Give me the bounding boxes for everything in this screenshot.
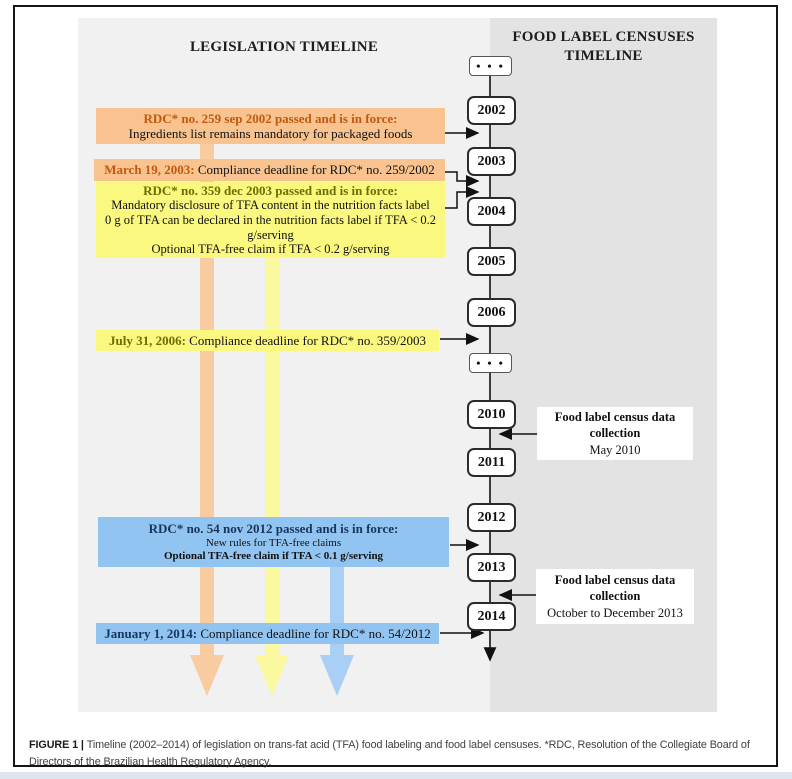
timeline-ellipsis-top: • • • <box>469 56 512 76</box>
year-node-2005: 2005 <box>467 247 516 276</box>
event-rdc359-box: RDC* no. 359 dec 2003 passed and is in f… <box>96 182 445 258</box>
timeline-ellipsis-middle: • • • <box>469 353 512 373</box>
legislation-timeline-header: LEGISLATION TIMELINE <box>189 39 379 55</box>
event-rdc359-title: RDC* no. 359 dec 2003 passed and is in f… <box>143 182 398 198</box>
census-2010-title: Food label census data collection <box>554 410 676 441</box>
event-rdc259-title: RDC* no. 259 sep 2002 passed and is in f… <box>143 110 398 126</box>
event-rdc259-deadline-box: March 19, 2003: Compliance deadline for … <box>94 159 445 181</box>
census-timeline-header: FOOD LABEL CENSUSES TIMELINE <box>512 29 695 64</box>
figure-caption: FIGURE 1 | Timeline (2002–2014) of legis… <box>29 737 766 770</box>
event-rdc54-deadline-text: January 1, 2014: Compliance deadline for… <box>96 626 439 641</box>
year-node-2012: 2012 <box>467 503 516 532</box>
event-rdc359-line1: Mandatory disclosure of TFA content in t… <box>111 198 430 213</box>
event-rdc259-box: RDC* no. 259 sep 2002 passed and is in f… <box>96 108 445 144</box>
deadline-date-1: March 19, 2003: <box>104 162 195 178</box>
census-2013-title: Food label census data collection <box>554 573 676 604</box>
event-rdc54-title: RDC* no. 54 nov 2012 passed and is in fo… <box>148 521 399 537</box>
census-2010-box: Food label census data collection May 20… <box>537 407 693 460</box>
deadline-body-2: Compliance deadline for RDC* no. 359/200… <box>185 332 427 348</box>
event-rdc54-deadline-box: January 1, 2014: Compliance deadline for… <box>96 623 439 644</box>
census-2013-box: Food label census data collection Octobe… <box>536 569 694 624</box>
deadline-date-3: January 1, 2014: <box>104 625 198 641</box>
deadline-body-1: Compliance deadline for RDC* no. 259/200… <box>194 162 435 178</box>
year-node-2014: 2014 <box>467 602 516 631</box>
figure-caption-text: Timeline (2002–2014) of legislation on t… <box>29 739 750 768</box>
census-2010-date: May 2010 <box>589 442 641 457</box>
event-rdc54-line2: Optional TFA-free claim if TFA < 0.1 g/s… <box>163 549 384 562</box>
event-rdc259-deadline-text: March 19, 2003: Compliance deadline for … <box>94 162 445 177</box>
event-rdc359-deadline-box: July 31, 2006: Compliance deadline for R… <box>96 330 439 351</box>
year-node-2006: 2006 <box>467 298 516 327</box>
event-rdc259-body: Ingredients list remains mandatory for p… <box>128 126 413 141</box>
census-2013-date: October to December 2013 <box>547 605 683 620</box>
year-node-2010: 2010 <box>467 400 516 429</box>
deadline-body-3: Compliance deadline for RDC* no. 54/2012 <box>197 625 431 641</box>
event-rdc359-line3: Optional TFA-free claim if TFA < 0.2 g/s… <box>151 242 390 257</box>
page-border <box>13 5 778 767</box>
year-node-2002: 2002 <box>467 96 516 125</box>
page-bottom-strip <box>0 772 792 779</box>
event-rdc359-line2: 0 g of TFA can be declared in the nutrit… <box>104 212 437 242</box>
year-node-2003: 2003 <box>467 147 516 176</box>
figure-caption-label: FIGURE 1 | <box>29 739 87 751</box>
deadline-date-2: July 31, 2006: <box>108 332 186 348</box>
year-node-2013: 2013 <box>467 553 516 582</box>
event-rdc54-box: RDC* no. 54 nov 2012 passed and is in fo… <box>98 517 449 567</box>
event-rdc54-line1: New rules for TFA-free claims <box>205 536 342 549</box>
year-node-2011: 2011 <box>467 448 516 477</box>
year-node-2004: 2004 <box>467 197 516 226</box>
event-rdc359-deadline-text: July 31, 2006: Compliance deadline for R… <box>96 333 439 348</box>
